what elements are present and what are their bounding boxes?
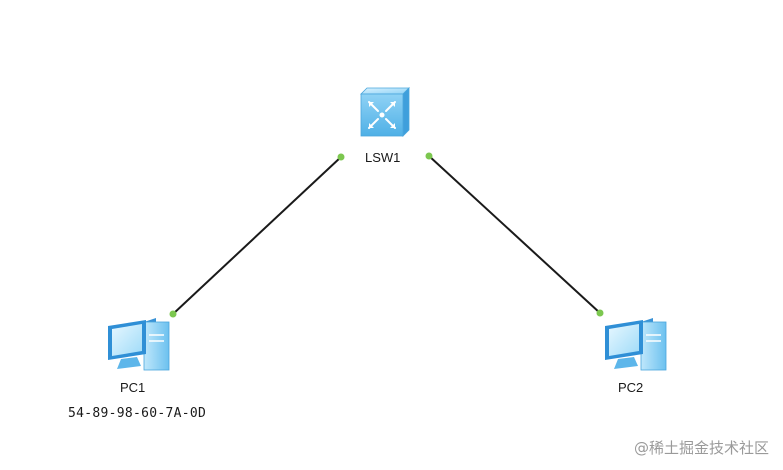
port-indicator-pc2 [596, 309, 604, 317]
device-label-pc2: PC2 [618, 380, 644, 395]
link-lsw1-pc1[interactable] [172, 156, 342, 315]
device-label-lsw1: LSW1 [365, 150, 401, 165]
watermark: @稀土掘金技术社区 [633, 439, 769, 457]
port-indicator-lsw1-pc1-side [337, 153, 345, 161]
switch-icon[interactable] [360, 87, 410, 137]
mac-address-label-pc1: 54-89-98-60-7A-0D [68, 406, 207, 421]
port-indicator-lsw1-pc2-side [425, 152, 433, 160]
device-label-pc1: PC1 [120, 380, 146, 395]
link-lsw1-pc2[interactable] [428, 155, 601, 314]
pc-icon[interactable] [605, 318, 667, 371]
pc-icon[interactable] [108, 318, 170, 371]
port-indicator-pc1 [169, 310, 177, 318]
